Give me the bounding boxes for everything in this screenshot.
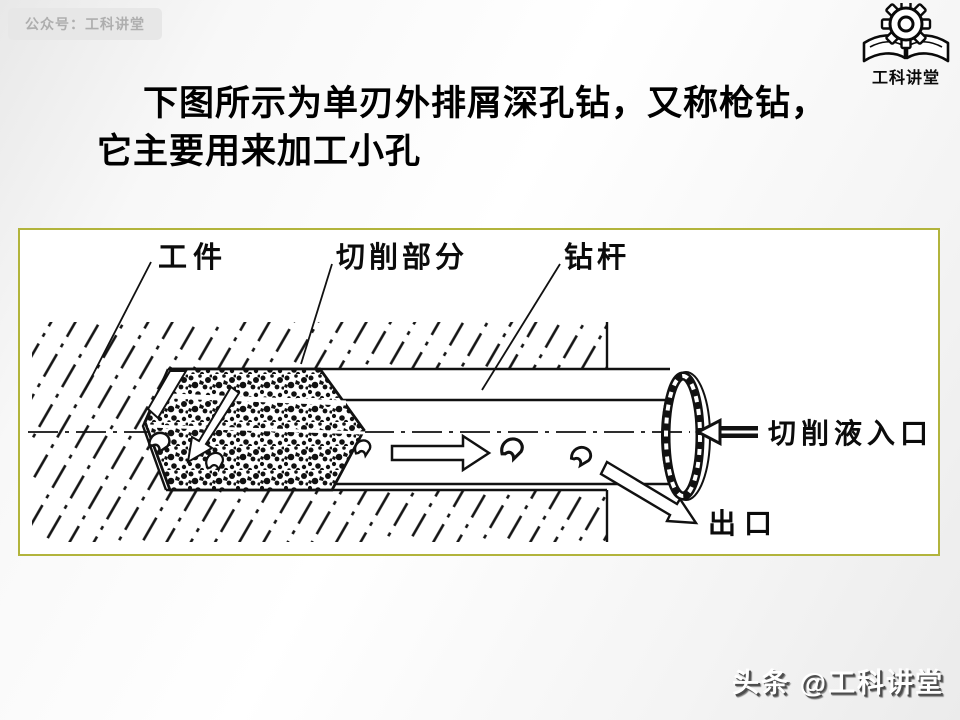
drill-tip	[143, 367, 366, 492]
gun-drill-diagram: 工件 切削部分 钻杆 切削液入口 出口	[28, 240, 933, 542]
label-workpiece: 工件	[158, 241, 228, 274]
label-chip-outlet: 出口	[708, 508, 780, 540]
label-coolant-inlet: 切削液入口	[768, 418, 933, 450]
watermark: 头条 @工科讲堂	[732, 668, 944, 698]
workpiece-hatching	[32, 322, 607, 542]
outlet-arrow-icon	[599, 460, 699, 525]
gear-book-icon	[862, 3, 950, 63]
chip-flow-arrow-icon	[390, 433, 492, 473]
label-drill-rod: 钻杆	[564, 241, 630, 274]
end-cap	[661, 371, 711, 501]
logo-text: 工科讲堂	[871, 70, 940, 87]
coolant-inlet-arrow-icon	[694, 418, 758, 446]
figure-box: 工件 切削部分 钻杆 切削液入口 出口	[18, 228, 940, 556]
logo: 工科讲堂	[854, 3, 958, 88]
account-badge: 公众号：工科讲堂	[8, 8, 162, 40]
cutting-edge-notch	[146, 370, 188, 420]
gear-icon	[880, 3, 932, 50]
label-cutting-part: 切削部分	[336, 240, 468, 274]
title-line-1: 下图所示为单刃外排屑深孔钻，又称枪钻，	[143, 84, 828, 123]
slide-title: 下图所示为单刃外排屑深孔钻，又称枪钻， 它主要用来加工小孔	[97, 80, 903, 175]
leader-lines	[84, 261, 561, 391]
tip-flow-arrow-icon	[186, 385, 241, 464]
title-line-2: 它主要用来加工小孔	[97, 131, 422, 171]
